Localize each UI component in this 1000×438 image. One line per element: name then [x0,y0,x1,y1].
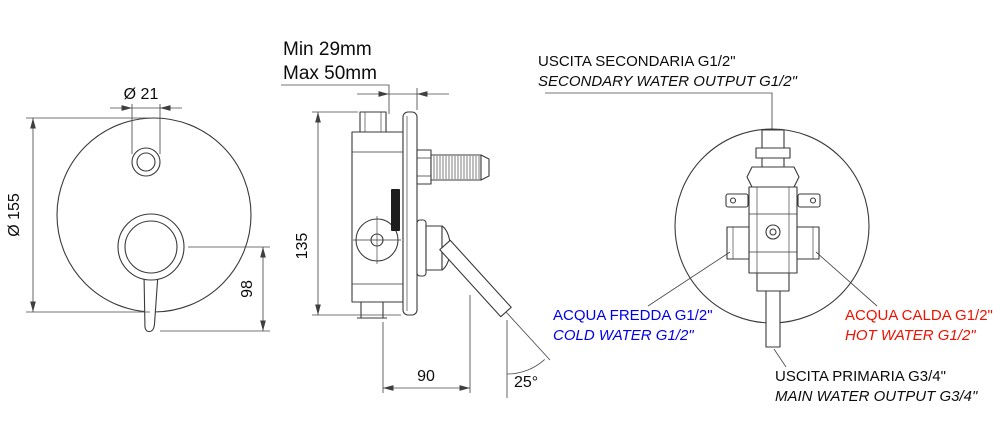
mounting-tab-right [797,193,821,208]
diverter-button-inner [136,152,156,172]
mixer-lever [143,273,159,333]
dim-body-depth-label: 90 [417,368,435,385]
label-secondary-output-en: SECONDARY WATER OUTPUT G1/2" [538,73,798,90]
label-hot-water-it: ACQUA CALDA G1/2" [845,307,993,324]
dim-lever-length-label: 98 [239,280,256,298]
side-view: 25° 135 90 Min 29mm Max 50mm [281,39,551,398]
dim-lever-angle: 25° [505,311,551,398]
mixer-knob [117,213,185,281]
hot-water-inlet [796,226,820,260]
mounting-hole-left [729,197,737,204]
mounting-hole-right [809,197,817,204]
dim-plate-diameter-label: Ø 155 [6,193,23,237]
dim-button-diameter: Ø 21 [110,86,182,154]
primary-output-pipe [765,290,781,348]
thread-hatching [433,156,480,179]
dim-body-height-label: 135 [294,233,311,260]
label-cold-water-it: ACQUA FREDDA G1/2" [553,307,713,324]
pipe-flange [755,147,791,159]
leader-lines [545,92,878,368]
label-hot-water-en: HOT WATER G1/2" [845,327,976,344]
dim-plate-diameter: Ø 155 [6,117,150,313]
dim-depth-min-label: Min 29mm [283,39,372,60]
label-cold-water-en: COLD WATER G1/2" [553,327,694,344]
wall-plate-side [402,111,418,316]
dim-installation-depth: Min 29mm Max 50mm [281,39,449,114]
primary-leader [773,348,787,368]
dim-lever-angle-label: 25° [514,374,538,391]
cartridge-screw [765,224,781,240]
dim-body-height: 135 [294,111,401,316]
bottom-connection [360,301,384,319]
outlet-nut [416,149,432,185]
cold-leader [647,251,731,307]
handle-lever-side [439,239,512,318]
connection-nut [746,166,800,188]
label-primary-output-it: USCITA PRIMARIA G3/4" [775,368,946,385]
dim-button-diameter-label: Ø 21 [124,86,159,103]
installation-view: USCITA SECONDARIA G1/2" SECONDARY WATER … [538,53,993,405]
body-neck [756,272,790,292]
dim-body-depth: 90 [382,295,471,393]
handle-escutcheon [416,219,427,277]
threaded-outlet [430,154,482,181]
mixer-knob-inner [124,220,178,274]
diverter-button [131,147,161,177]
dim-lever-length: 98 [160,246,270,332]
handle-hub [425,225,443,271]
label-primary-output-en: MAIN WATER OUTPUT G3/4" [775,388,978,405]
mounting-tab-left [725,193,749,208]
top-connection [359,111,387,133]
secondary-leader [545,92,773,129]
cold-water-inlet [726,226,750,260]
brand-label [391,189,400,231]
hot-leader [815,251,878,307]
front-view: Ø 21 Ø 155 98 [6,86,270,333]
valve-body-front [748,186,798,274]
dim-depth-max-label: Max 50mm [283,63,377,84]
label-secondary-output-it: USCITA SECONDARIA G1/2" [538,53,736,70]
